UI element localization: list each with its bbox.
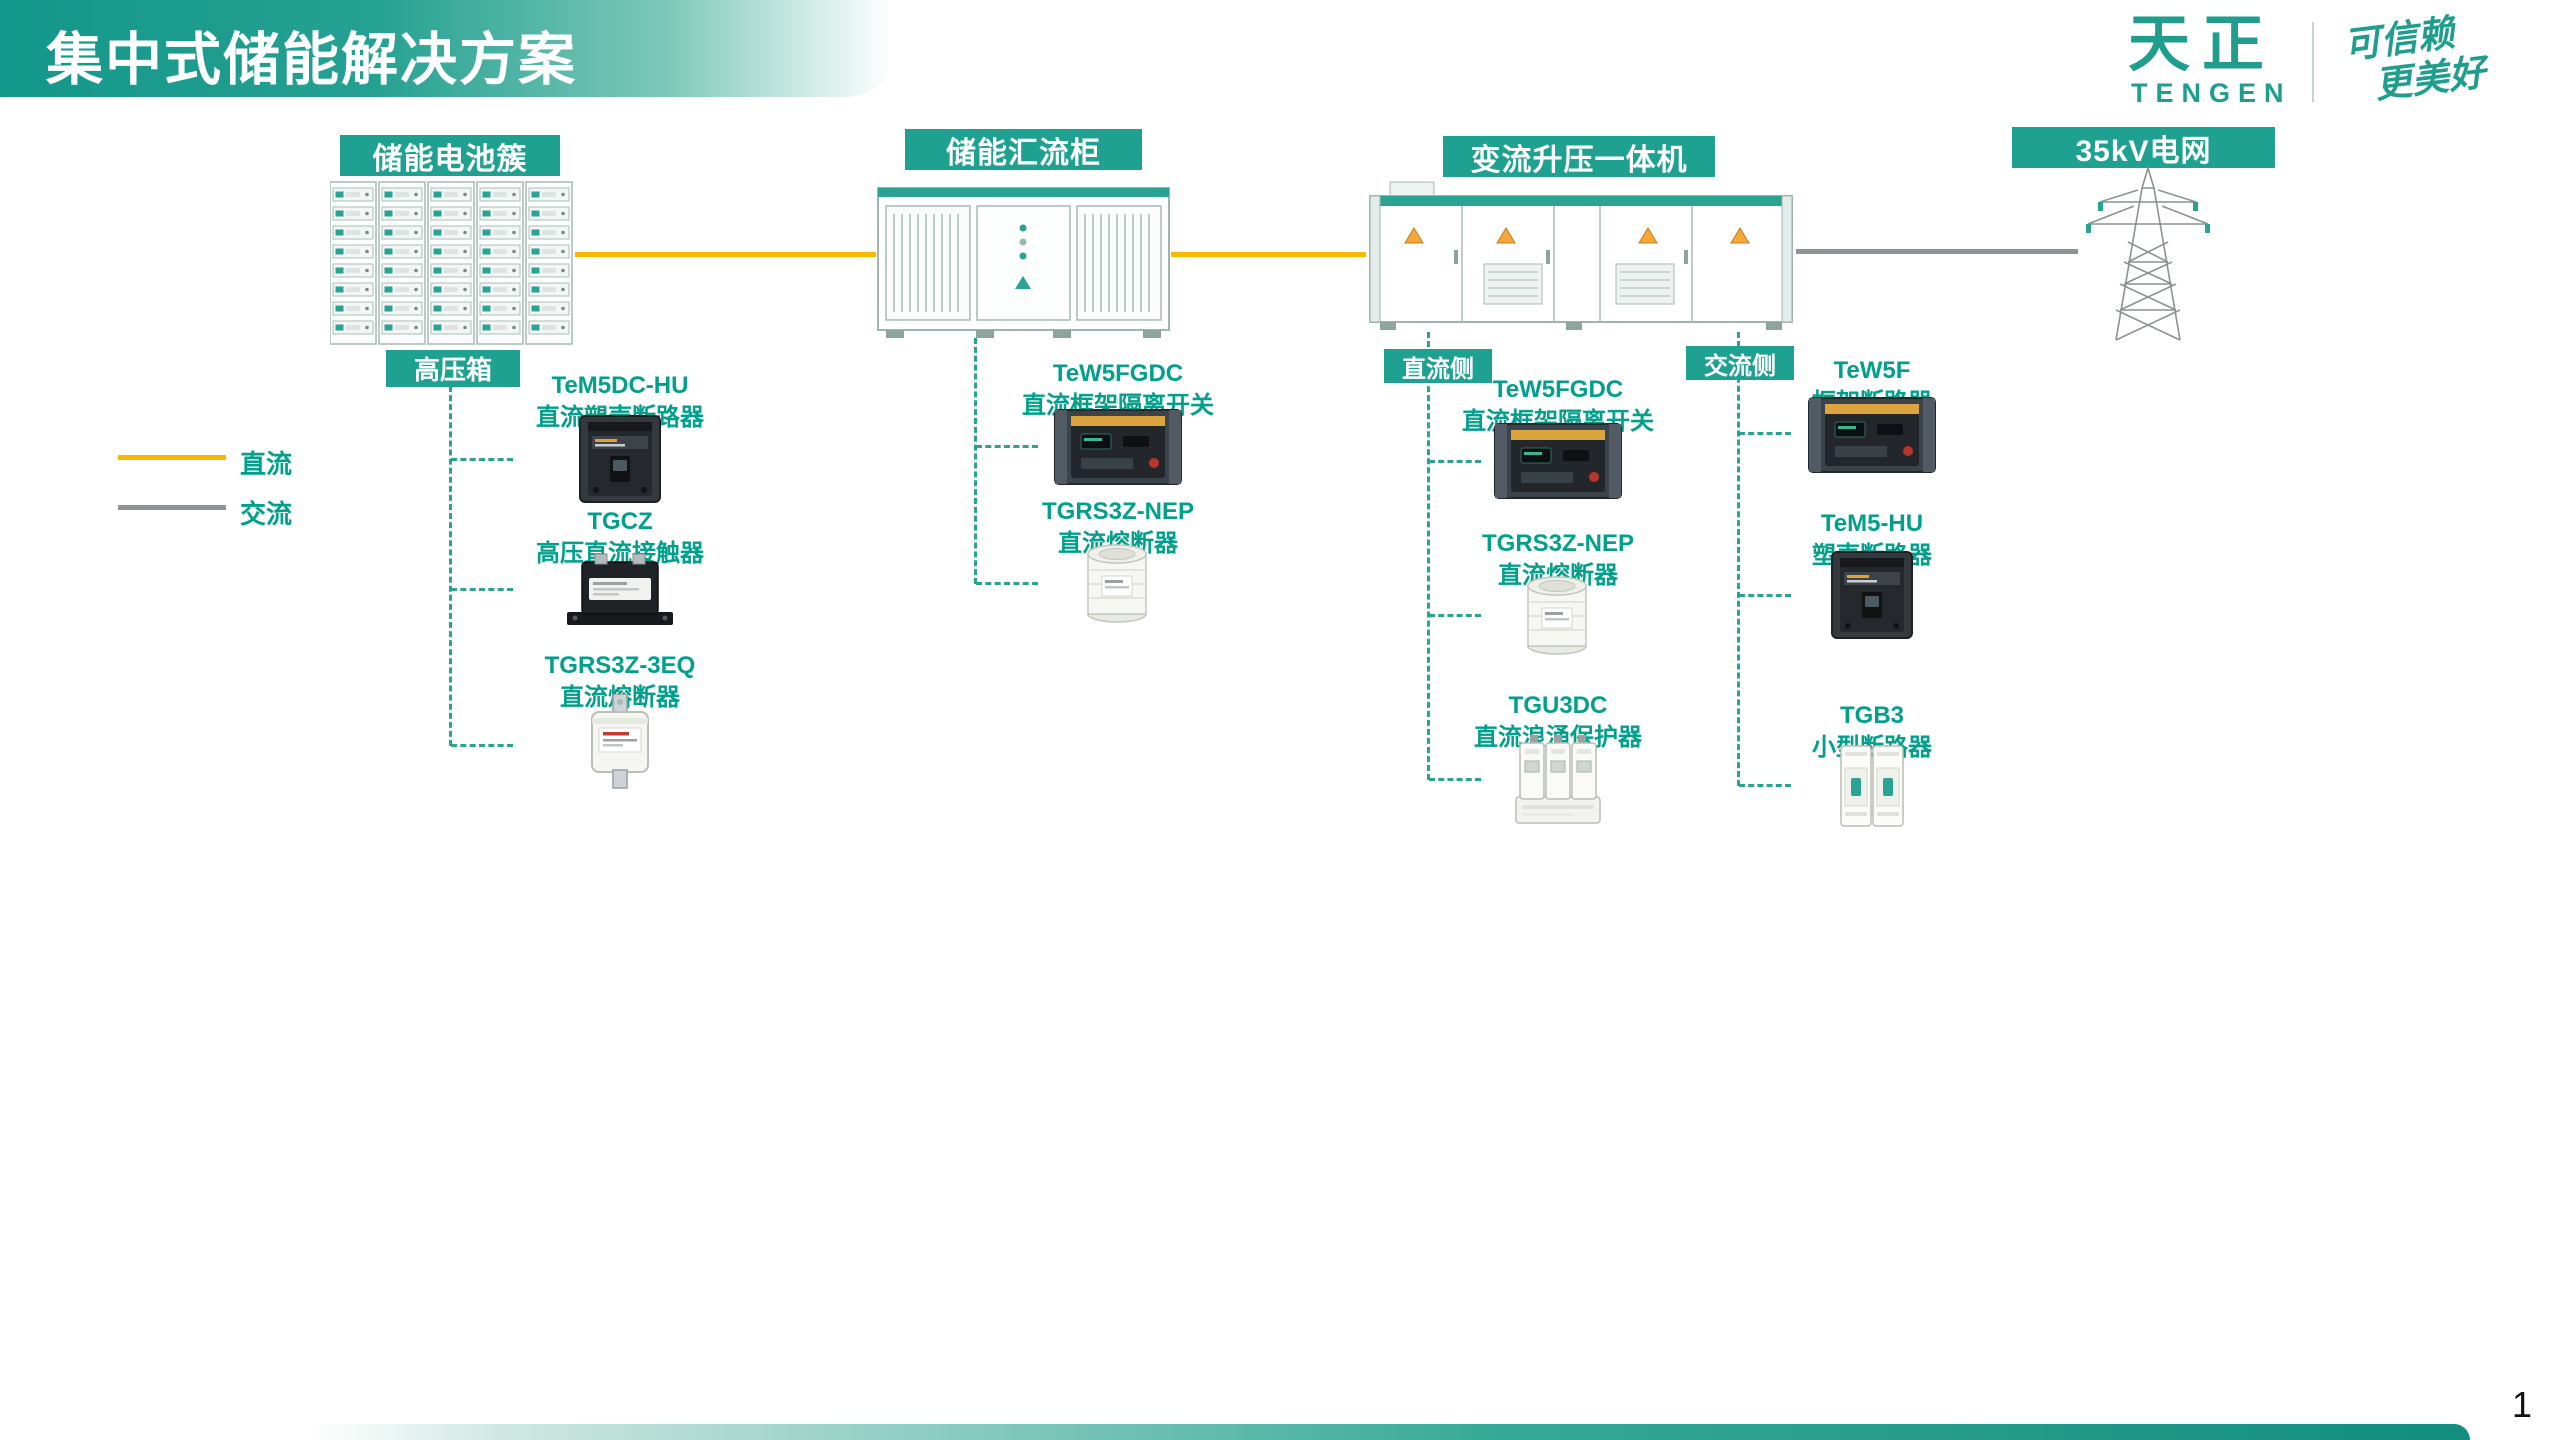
connector-stub-dc-3: [1429, 778, 1481, 781]
product-model: TGU3DC: [1508, 692, 1608, 719]
converter-container-image: [1366, 180, 1796, 335]
title-banner: 集中式储能解决方案: [0, 0, 900, 97]
product-image-tew5fgdc-dc: [1493, 418, 1623, 503]
connector-battery-column: [449, 386, 452, 746]
product-label-tgu3dc: TGU3DC 直流浪涌保护器: [1428, 690, 1688, 755]
station-label-battery-cluster: 储能电池簇: [340, 135, 560, 176]
product-model: TeW5FGDC: [1492, 376, 1624, 403]
connector-stub-dc-2: [1429, 614, 1481, 617]
product-model: TGRS3Z-NEP: [1481, 530, 1634, 557]
product-image-tgcz: [565, 550, 675, 628]
tag-high-voltage-box: 高压箱: [386, 350, 520, 387]
footer-strip: [310, 1424, 2470, 1440]
product-label-tgrs3z-nep-combiner: TGRS3Z-NEP 直流熔断器: [988, 496, 1248, 561]
brand-slogan: 可信赖 更美好: [2341, 8, 2488, 109]
page-title: 集中式储能解决方案: [46, 28, 577, 92]
product-model: TGRS3Z-NEP: [1041, 498, 1194, 525]
dc-line-battery-to-combiner: [575, 252, 876, 257]
product-model: TGCZ: [587, 508, 653, 535]
connector-combiner-column: [974, 338, 977, 584]
connector-ac-side-column: [1737, 332, 1740, 786]
connector-stub-combiner-1: [976, 445, 1038, 448]
product-model: TeM5-HU: [1820, 510, 1924, 537]
ac-line-converter-to-grid: [1796, 249, 2078, 254]
product-image-tgrs3z-nep-dc: [1515, 572, 1600, 657]
combiner-cabinet-image: [876, 180, 1171, 340]
legend-ac-label: 交流: [240, 499, 293, 529]
connector-stub-combiner-2: [976, 582, 1038, 585]
station-label-35kv-grid: 35kV电网: [2012, 127, 2275, 168]
product-image-tgu3dc: [1510, 735, 1605, 827]
connector-dc-side-column: [1427, 332, 1430, 780]
product-image-tgrs3z-3eq: [580, 694, 660, 789]
product-label-tgcz: TGCZ 高压直流接触器: [490, 506, 750, 571]
product-image-tgrs3z-nep-combiner: [1075, 540, 1160, 625]
tag-dc-side: 直流侧: [1384, 349, 1492, 383]
dc-line-combiner-to-converter: [1171, 252, 1366, 257]
tengen-logo-en: TENGEN: [2131, 78, 2292, 108]
product-model: TGRS3Z-3EQ: [544, 652, 696, 679]
product-model: TeW5F: [1833, 357, 1911, 384]
connector-stub-ac-3: [1739, 784, 1791, 787]
legend-dc-label: 直流: [240, 449, 293, 479]
logo-divider: [2312, 22, 2314, 102]
product-model: TeM5DC-HU: [551, 372, 689, 399]
tengen-logo-cn: 天正: [2128, 10, 2277, 79]
battery-cluster-image: [330, 178, 575, 348]
product-model: TeW5FGDC: [1052, 360, 1184, 387]
product-label-tgb3: TGB3 小型断路器: [1742, 700, 2002, 765]
legend-dc-swatch: [118, 455, 226, 460]
grid-tower-image: [2078, 162, 2218, 342]
page-number: 1: [2512, 1384, 2533, 1425]
station-label-combiner-cabinet: 储能汇流柜: [905, 129, 1142, 170]
connector-stub-battery-1: [451, 458, 513, 461]
connector-stub-battery-2: [451, 588, 513, 591]
station-label-converter-unit: 变流升压一体机: [1443, 136, 1715, 177]
product-image-tem5-hu: [1826, 550, 1918, 640]
connector-stub-ac-2: [1739, 594, 1791, 597]
product-image-tew5f: [1807, 392, 1937, 477]
product-name: 小型断路器: [1812, 734, 1932, 762]
connector-stub-dc-1: [1429, 460, 1481, 463]
product-model: TGB3: [1839, 702, 1904, 729]
connector-stub-battery-3: [451, 744, 513, 747]
connector-stub-ac-1: [1739, 432, 1791, 435]
product-label-tgrs3z-nep-dc: TGRS3Z-NEP 直流熔断器: [1428, 528, 1688, 593]
product-image-tew5fgdc-combiner: [1053, 404, 1183, 489]
product-image-tem5dc-hu: [574, 414, 666, 504]
tag-ac-side: 交流侧: [1686, 346, 1794, 380]
legend-ac-swatch: [118, 505, 226, 510]
product-image-tgb3: [1831, 742, 1913, 830]
product-label-tew5fgdc-combiner: TeW5FGDC 直流框架隔离开关: [988, 358, 1248, 423]
